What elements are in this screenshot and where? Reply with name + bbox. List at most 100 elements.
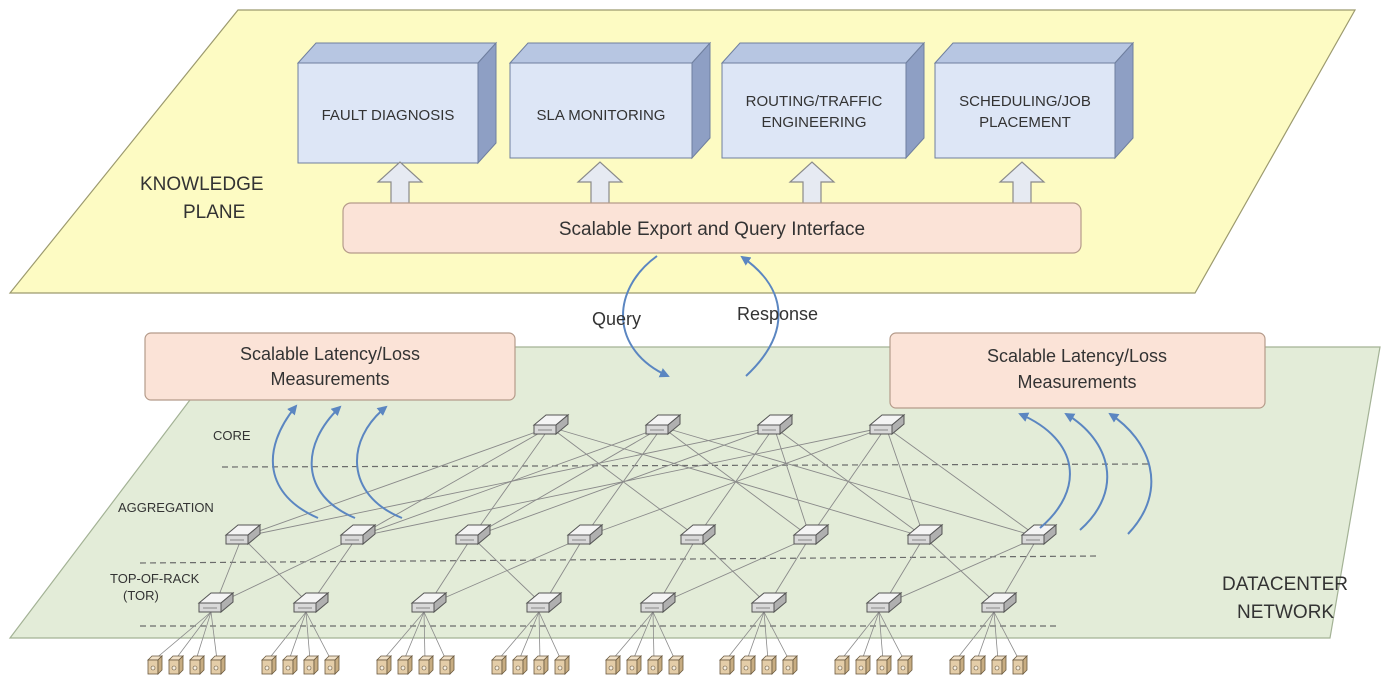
datacenter-plane-label-line2: NETWORK	[1237, 602, 1334, 623]
server-27	[876, 655, 892, 675]
server-14	[512, 655, 528, 675]
right-measurement-arrows	[1018, 412, 1153, 535]
server-16	[554, 655, 570, 675]
agg-tor-link	[241, 536, 311, 606]
agg-tor-link	[471, 536, 544, 606]
app-box-3-label-line2: ENGINEERING	[761, 114, 866, 131]
core-agg-link	[471, 426, 663, 538]
response-arrow	[740, 255, 780, 377]
left-measurement-arrow-1	[272, 404, 319, 519]
tor-server-link	[288, 611, 307, 661]
server-4	[210, 655, 226, 675]
core-agg-link	[356, 426, 551, 538]
app-box-2-label: SLA MONITORING	[537, 107, 666, 124]
query-label: Query	[592, 309, 641, 329]
right-measurement-label-line2: Measurements	[1017, 372, 1136, 392]
app-box-4: SCHEDULING/JOB PLACEMENT	[933, 41, 1135, 160]
left-measurement-label: Scalable Latency/Loss	[240, 344, 420, 364]
server-12	[439, 655, 455, 675]
aggregation-layer-label: AGGREGATION	[118, 500, 214, 515]
app-box-4-label-line2: PLACEMENT	[979, 114, 1071, 131]
aggregation-switch-1	[224, 523, 262, 546]
server-10	[397, 655, 413, 675]
tor-server-link	[382, 611, 425, 661]
server-15	[533, 655, 549, 675]
agg-tor-link	[427, 536, 585, 606]
app-box-3-label: ROUTING/TRAFFIC	[746, 93, 883, 110]
datacenter-plane-label: DATACENTER	[1222, 574, 1348, 595]
server-2	[168, 655, 184, 675]
tor-switch-5	[639, 591, 677, 614]
switches	[197, 413, 1058, 614]
server-8	[324, 655, 340, 675]
server-links	[153, 611, 1020, 661]
aggregation-switch-7	[906, 523, 944, 546]
tor-switch-7	[865, 591, 903, 614]
tor-server-link	[423, 611, 426, 661]
tor-server-link	[993, 611, 1020, 661]
tor-server-link	[267, 611, 307, 661]
tor-server-link	[174, 611, 212, 661]
tor-server-link	[976, 611, 995, 661]
core-agg-link	[773, 426, 811, 538]
tor-server-link	[305, 611, 311, 661]
core-agg-link	[885, 426, 1039, 538]
tor-server-link	[763, 611, 790, 661]
app-box-4-label: SCHEDULING/JOB	[959, 93, 1091, 110]
core-agg-link	[241, 426, 775, 538]
server-18	[626, 655, 642, 675]
server-21	[719, 655, 735, 675]
tor-server-link	[763, 611, 769, 661]
tor-layer-label: TOP-OF-RACK	[110, 571, 200, 586]
aggregation-switch-4	[566, 523, 604, 546]
server-19	[647, 655, 663, 675]
server-22	[740, 655, 756, 675]
query-arrow	[622, 255, 670, 378]
tor-server-link	[955, 611, 995, 661]
core-layer-label: CORE	[213, 428, 251, 443]
block-arrow-1	[376, 161, 424, 206]
tor-switch-6	[750, 591, 788, 614]
tor-layer-label-abbr: (TOR)	[123, 588, 159, 603]
response-label: Response	[737, 304, 818, 324]
tor-switch-4	[525, 591, 563, 614]
server-9	[376, 655, 392, 675]
server-17	[605, 655, 621, 675]
core-agg-link	[471, 426, 551, 538]
server-5	[261, 655, 277, 675]
tor-server-link	[210, 611, 218, 661]
server-28	[897, 655, 913, 675]
query-interface-box: Scalable Export and Query Interface	[342, 202, 1082, 254]
server-26	[855, 655, 871, 675]
server-20	[668, 655, 684, 675]
core-switch-2	[644, 413, 682, 436]
core-agg-link	[809, 426, 887, 538]
tor-server-link	[652, 611, 676, 661]
server-32	[1012, 655, 1028, 675]
tor-server-link	[652, 611, 655, 661]
tor-server-link	[725, 611, 765, 661]
core-switch-4	[868, 413, 906, 436]
tor-server-link	[878, 611, 905, 661]
agg-tor-link	[214, 536, 358, 606]
knowledge-plane-label: KNOWLEDGE	[140, 174, 264, 195]
right-measurement-label: Scalable Latency/Loss	[987, 346, 1167, 366]
app-box-3: ROUTING/TRAFFIC ENGINEERING	[720, 41, 926, 160]
right-measurement-arrow-1	[1018, 412, 1071, 529]
tor-server-link	[993, 611, 999, 661]
app-box-1-label: FAULT DIAGNOSIS	[322, 107, 455, 124]
tor-switch-8	[980, 591, 1018, 614]
server-30	[970, 655, 986, 675]
left-measurement-arrows	[272, 404, 403, 519]
server-11	[418, 655, 434, 675]
aggregation-switch-2	[339, 523, 377, 546]
server-24	[782, 655, 798, 675]
left-measurement-box: Scalable Latency/Loss Measurements	[144, 332, 516, 401]
left-measurement-arrow-2	[310, 405, 356, 519]
app-box-1: FAULT DIAGNOSIS	[296, 41, 498, 165]
tor-server-link	[538, 611, 562, 661]
core-agg-link	[885, 426, 925, 538]
server-23	[761, 655, 777, 675]
block-arrow-4	[998, 161, 1046, 206]
